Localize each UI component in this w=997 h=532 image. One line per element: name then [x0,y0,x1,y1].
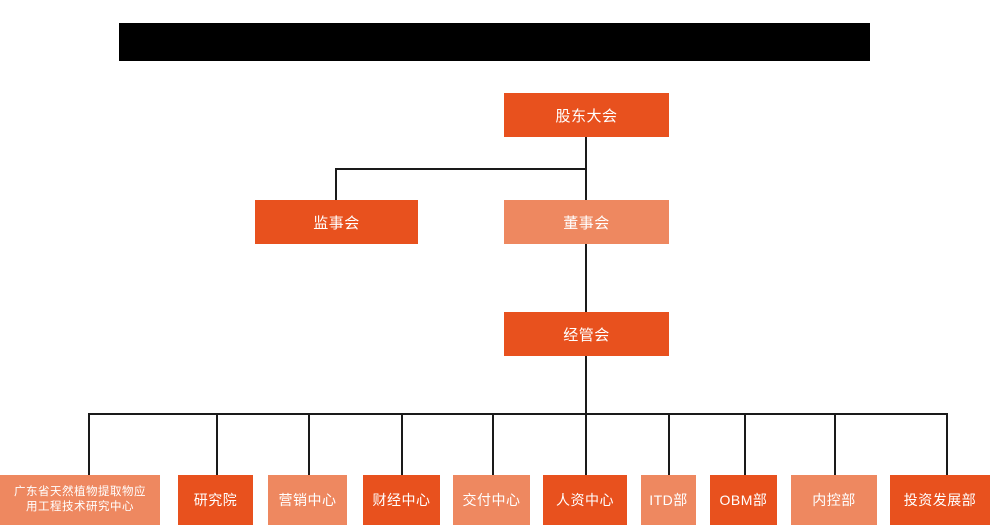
connector-board-to-management [585,244,587,313]
dept-finance-center[interactable]: 财经中心 [363,475,440,525]
dept-delivery-center[interactable]: 交付中心 [453,475,530,525]
connector-shareholders-down [585,137,587,169]
node-label: 董事会 [563,214,610,232]
dept-obm[interactable]: OBM部 [710,475,777,525]
connector-drop-1 [88,413,90,475]
node-label: ITD部 [649,492,688,508]
node-supervisory-board[interactable]: 监事会 [255,200,418,244]
connector-drop-4 [401,413,403,475]
connector-shareholders-bus [335,168,586,170]
node-label: 人资中心 [556,492,614,508]
connector-drop-8 [744,413,746,475]
connector-drop-9 [834,413,836,475]
dept-marketing-center[interactable]: 营销中心 [268,475,347,525]
node-label: 投资发展部 [903,492,977,508]
node-shareholders-meeting[interactable]: 股东大会 [504,93,669,137]
dept-guangdong-research-center[interactable]: 广东省天然植物提取物应 用工程技术研究中心 [0,475,160,525]
connector-department-bus [88,413,947,415]
dept-itd[interactable]: ITD部 [641,475,696,525]
node-label: OBM部 [719,492,768,508]
node-label: 经管会 [563,326,610,344]
connector-drop-7 [668,413,670,475]
node-board-of-directors[interactable]: 董事会 [504,200,669,244]
node-label: 交付中心 [462,492,521,508]
node-label: 财经中心 [372,492,431,508]
connector-drop-2 [216,413,218,475]
dept-research-institute[interactable]: 研究院 [178,475,253,525]
node-management-committee[interactable]: 经管会 [504,312,669,356]
connector-drop-6 [585,413,587,475]
node-label: 股东大会 [555,107,618,125]
connector-drop-3 [308,413,310,475]
connector-management-down [585,356,587,414]
dept-hr-center[interactable]: 人资中心 [543,475,627,525]
connector-to-board-of-directors [585,168,587,201]
node-label: 研究院 [193,492,238,508]
node-label: 广东省天然植物提取物应 用工程技术研究中心 [14,486,146,513]
connector-to-supervisory-board [335,168,337,201]
dept-investment-development[interactable]: 投资发展部 [890,475,990,525]
connector-drop-5 [492,413,494,475]
connector-drop-10 [946,413,948,475]
redacted-title-bar [119,23,870,61]
node-label: 营销中心 [278,492,337,508]
node-label: 监事会 [313,214,360,232]
dept-internal-control[interactable]: 内控部 [791,475,877,525]
node-label: 内控部 [812,492,856,508]
